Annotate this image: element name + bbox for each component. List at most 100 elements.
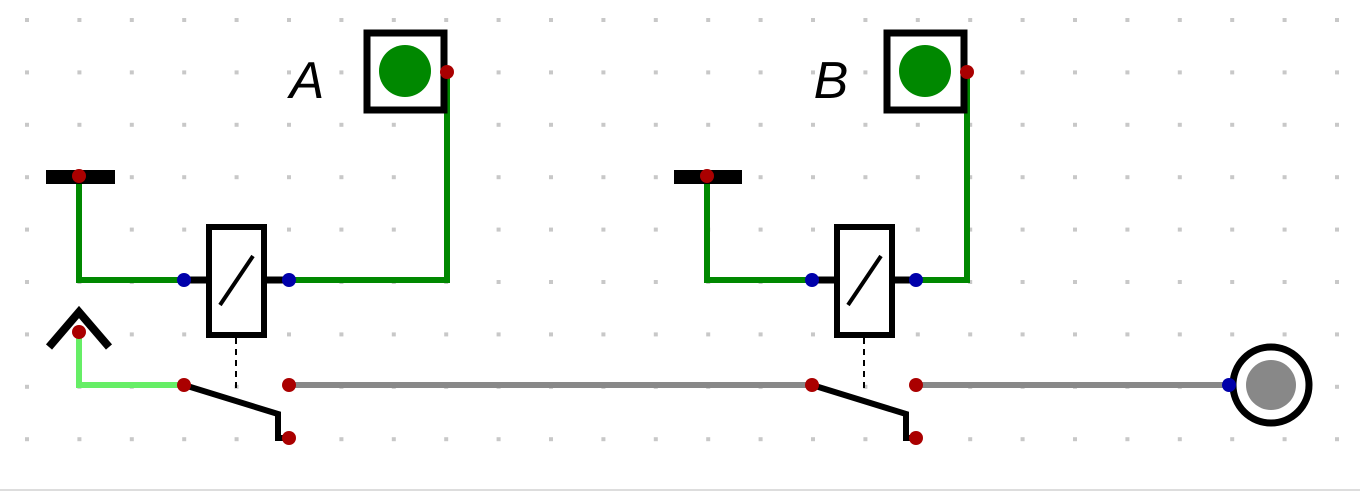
- grid-dot: [1282, 18, 1287, 22]
- grid-dot: [496, 18, 501, 22]
- grid-dot: [1282, 332, 1287, 337]
- switch-pin-common[interactable]: [805, 378, 819, 392]
- grid-dot: [653, 227, 658, 232]
- grid-dot: [1177, 18, 1182, 22]
- wire-coil1-to-button-a[interactable]: [289, 72, 450, 283]
- grid-dot: [339, 437, 344, 442]
- grid-dot: [496, 437, 501, 442]
- grid-dot: [1073, 70, 1077, 75]
- switch-pin-normally-open[interactable]: [282, 378, 296, 392]
- grid-dot: [234, 175, 239, 180]
- grid-dot: [1335, 280, 1339, 284]
- grid-dot: [496, 227, 501, 232]
- grid-dot: [182, 175, 187, 180]
- power-source-2[interactable]: [674, 169, 742, 184]
- grid-dot: [129, 18, 134, 22]
- output-pin[interactable]: [72, 169, 86, 183]
- grid-dot: [1020, 175, 1025, 180]
- grid-dot: [25, 122, 29, 127]
- switch-pin-normally-open[interactable]: [909, 378, 923, 392]
- grid-dot: [1282, 70, 1287, 75]
- wire-power1-to-coil1[interactable]: [76, 176, 184, 283]
- grid-dot: [1073, 175, 1077, 180]
- switch-blade: [183, 382, 289, 441]
- output-pin[interactable]: [440, 65, 454, 79]
- grid-dot: [1230, 437, 1235, 442]
- grid-dot: [77, 122, 82, 127]
- grid-dot: [968, 122, 973, 127]
- grid-dot: [496, 175, 501, 180]
- grid-dot: [1125, 280, 1130, 284]
- relay-coil-1[interactable]: [177, 224, 296, 390]
- input-pin[interactable]: [177, 273, 191, 287]
- switch-pin-common[interactable]: [177, 378, 191, 392]
- grid-dot: [1230, 332, 1235, 337]
- grid-dot: [25, 332, 29, 337]
- grid-dot: [1335, 332, 1339, 337]
- input-button-b[interactable]: B: [814, 29, 974, 114]
- grid-dot: [1230, 175, 1235, 180]
- grid-dot: [1177, 437, 1182, 442]
- grid-dot: [758, 227, 763, 232]
- relay-switch-2[interactable]: [805, 378, 923, 445]
- grid-dot: [863, 175, 868, 180]
- grid-dot: [182, 122, 187, 127]
- grid-dot: [77, 70, 82, 75]
- grid-dot: [1282, 227, 1287, 232]
- switch-pin-normally-closed[interactable]: [909, 431, 923, 445]
- wire-coil2-to-button-b[interactable]: [916, 72, 970, 283]
- wire-ground-to-switch1[interactable]: [76, 332, 184, 388]
- input-button-a[interactable]: A: [287, 29, 454, 114]
- output-pin[interactable]: [72, 325, 86, 339]
- grid-dot: [1073, 122, 1077, 127]
- switch-pin-normally-closed[interactable]: [282, 431, 296, 445]
- grid-dot: [496, 280, 501, 284]
- grid-dot: [339, 122, 344, 127]
- input-pin[interactable]: [282, 273, 296, 287]
- grid-dot: [287, 175, 291, 180]
- grid-dot: [758, 18, 763, 22]
- grid-dot: [915, 332, 920, 337]
- grid-dot: [25, 280, 29, 284]
- grid-dot: [1282, 437, 1287, 442]
- grid-dot: [915, 18, 920, 22]
- grid-dot: [77, 18, 82, 22]
- grid-dot: [1073, 437, 1077, 442]
- wires: [76, 72, 1229, 388]
- grid-dot: [182, 70, 187, 75]
- grid-dot: [653, 18, 658, 22]
- grid-dot: [811, 227, 815, 232]
- wire-power2-to-coil2[interactable]: [704, 176, 812, 283]
- grid-dot: [811, 175, 815, 180]
- input-pin[interactable]: [805, 273, 819, 287]
- grid-dot: [1335, 175, 1339, 180]
- grid-dot: [339, 332, 344, 337]
- button-lamp-icon: [899, 45, 951, 97]
- input-pin[interactable]: [1222, 378, 1236, 392]
- grid-dot: [758, 175, 763, 180]
- grid-dot: [601, 227, 606, 232]
- output-led[interactable]: [1222, 343, 1313, 427]
- grid-dot: [287, 332, 291, 337]
- grid-dot: [1177, 122, 1182, 127]
- relay-switch-1[interactable]: [177, 378, 296, 445]
- input-pin[interactable]: [909, 273, 923, 287]
- grid-dot: [549, 18, 553, 22]
- relay-coil-2[interactable]: [805, 224, 923, 390]
- output-pin[interactable]: [700, 169, 714, 183]
- grid-dot: [968, 175, 973, 180]
- output-pin[interactable]: [960, 65, 974, 79]
- grid-dot: [1177, 227, 1182, 232]
- power-source-1[interactable]: [46, 169, 115, 184]
- grid-dot: [391, 227, 396, 232]
- grid-dot: [25, 437, 29, 442]
- grid-dot: [1335, 122, 1339, 127]
- grid-dot: [915, 175, 920, 180]
- grid-dot: [968, 227, 973, 232]
- grid-dot: [1020, 227, 1025, 232]
- ground-1[interactable]: [45, 305, 113, 350]
- grid-dot: [234, 122, 239, 127]
- grid-dot: [339, 18, 344, 22]
- grid-dot: [968, 437, 973, 442]
